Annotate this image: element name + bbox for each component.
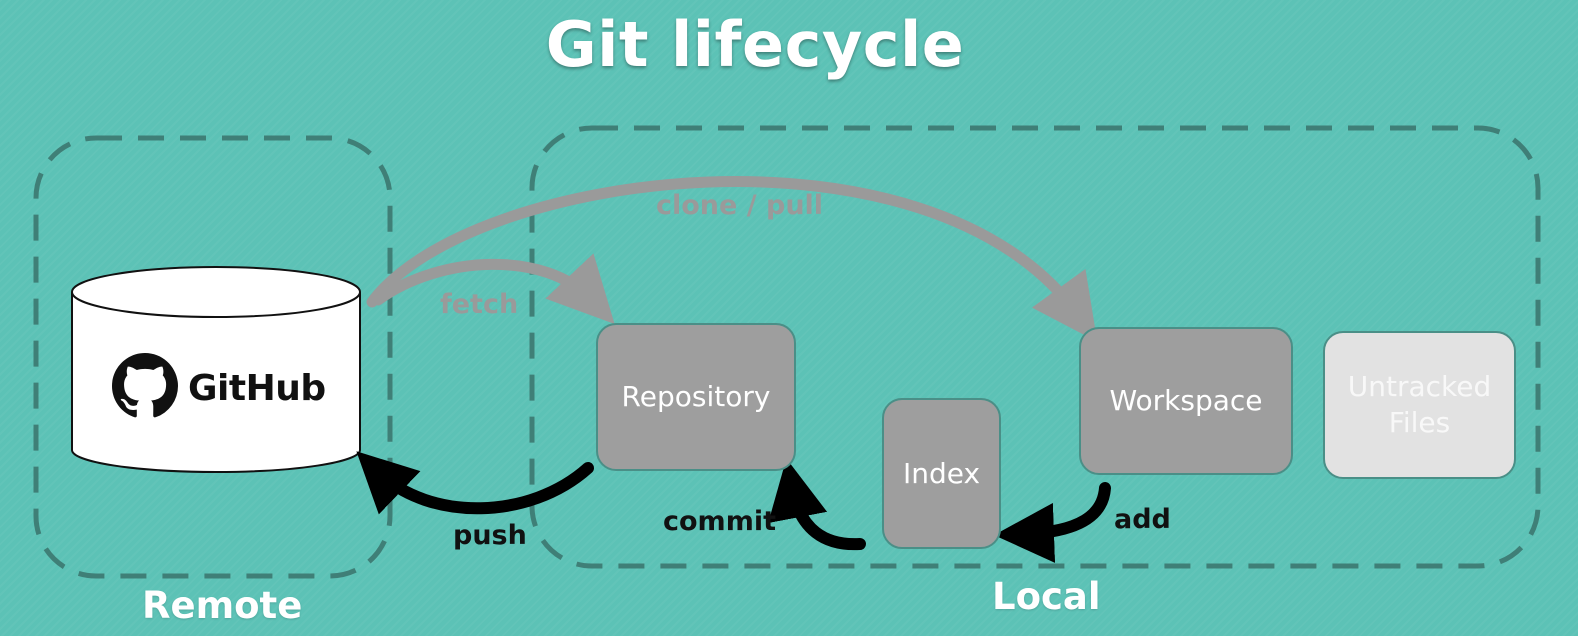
untracked-files-box: Untracked Files bbox=[1323, 331, 1516, 479]
repository-label: Repository bbox=[621, 380, 771, 413]
github-cylinder bbox=[71, 266, 361, 473]
workspace-box: Workspace bbox=[1079, 327, 1293, 475]
remote-region-border bbox=[33, 135, 393, 579]
repository-box: Repository bbox=[596, 323, 796, 471]
local-region-label: Local bbox=[992, 575, 1101, 618]
remote-region-label: Remote bbox=[142, 584, 303, 627]
clone-pull-label: clone / pull bbox=[656, 190, 824, 221]
fetch-label: fetch bbox=[440, 289, 519, 320]
push-label: push bbox=[453, 520, 527, 551]
commit-label: commit bbox=[663, 506, 776, 537]
commit-arrow bbox=[768, 458, 866, 551]
index-box: Index bbox=[882, 398, 1001, 549]
workspace-label: Workspace bbox=[1109, 384, 1263, 417]
local-region-border bbox=[529, 125, 1541, 569]
github-logo: GitHub bbox=[112, 352, 326, 424]
index-label: Index bbox=[902, 456, 981, 490]
push-arrow bbox=[356, 451, 594, 515]
github-octocat-icon bbox=[112, 353, 178, 423]
diagram-title: Git lifecycle bbox=[545, 8, 965, 81]
untracked-files-label-line2: Files bbox=[1388, 406, 1451, 439]
clone-pull-arrow bbox=[366, 176, 1098, 342]
add-label: add bbox=[1114, 504, 1171, 535]
untracked-files-label-line1: Untracked bbox=[1347, 370, 1492, 403]
github-label: GitHub bbox=[188, 367, 326, 409]
fetch-arrow bbox=[372, 253, 615, 325]
add-arrow bbox=[994, 482, 1111, 563]
